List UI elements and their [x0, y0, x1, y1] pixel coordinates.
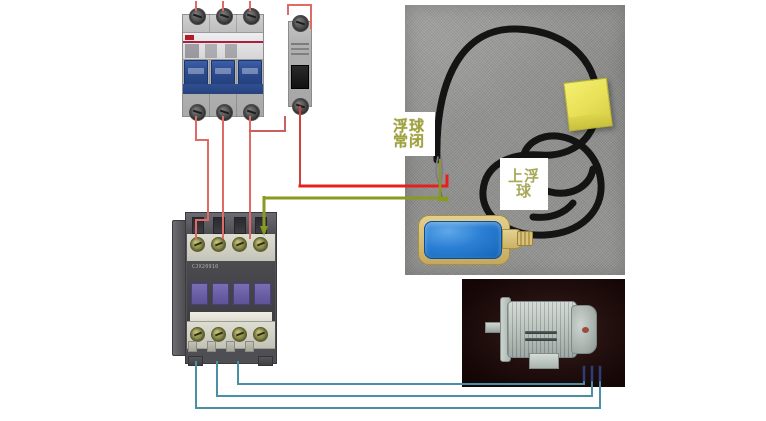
- contactor-top-terminal-l1[interactable]: [190, 237, 205, 252]
- float-switch-shell: [418, 215, 510, 265]
- float-nc-label-line1: 浮球: [392, 116, 425, 135]
- upper-float-label-line2: 球: [515, 182, 532, 200]
- single-pole-fuse-holder[interactable]: [288, 15, 312, 115]
- contactor-wire-slot: [255, 217, 267, 234]
- fuse-holder-bottom-terminal[interactable]: [292, 98, 309, 115]
- contactor-coil-block: [254, 283, 271, 305]
- contactor-model-text: CJX20910: [192, 264, 219, 271]
- contactor-top-terminal-l3[interactable]: [232, 237, 247, 252]
- breaker-toggle-l3[interactable]: [238, 60, 262, 86]
- breaker-top-terminal-l3[interactable]: [243, 8, 260, 25]
- breaker-top-terminal-l2[interactable]: [216, 8, 233, 25]
- breaker-bottom-terminal-l1[interactable]: [189, 104, 206, 121]
- motor-terminal-box: [529, 353, 559, 369]
- float-switch-cable-gland: [517, 231, 533, 246]
- breaker-bottom-terminal-l3[interactable]: [243, 104, 260, 121]
- motor-rating-dot: [582, 327, 589, 333]
- contactor-foot: [258, 356, 273, 366]
- breaker-red-line: [183, 41, 263, 43]
- contactor-coil-block: [191, 283, 208, 305]
- contactor-tab: [226, 341, 235, 352]
- contactor-foot: [188, 356, 203, 366]
- contactor-wire-slot: [213, 217, 225, 234]
- contactor-coil-terminal-a1[interactable]: [253, 237, 268, 252]
- breaker-toggle-l2[interactable]: [211, 60, 235, 86]
- contactor-white-strip: [190, 312, 272, 321]
- float-switch-blue-cap: [424, 221, 502, 259]
- contactor-bottom-terminal-t2[interactable]: [211, 327, 226, 342]
- fuse-holder-body: [288, 21, 312, 107]
- contactor-coil-block: [212, 283, 229, 305]
- breaker-bottom-terminal-l2[interactable]: [216, 104, 233, 121]
- fuse-holder-microtext: [291, 41, 309, 59]
- fuse-holder-window: [291, 65, 309, 89]
- ac-contactor[interactable]: CJX20910: [172, 212, 277, 366]
- contactor-tab: [245, 341, 254, 352]
- breaker-label-band: [183, 32, 263, 60]
- breaker-toggle-l1[interactable]: [184, 60, 208, 86]
- fuse-holder-top-terminal[interactable]: [292, 15, 309, 32]
- contactor-model-line2: 0910: [205, 264, 219, 270]
- float-nc-label: 浮球 常闭: [383, 112, 435, 156]
- contactor-coil-terminal-a2[interactable]: [253, 327, 268, 342]
- breaker-seam: [236, 14, 237, 117]
- contactor-model-line1: CJX2: [192, 264, 206, 270]
- breaker-seam: [209, 14, 210, 117]
- contactor-tab: [188, 341, 197, 352]
- breaker-top-terminal-l1[interactable]: [189, 8, 206, 25]
- contactor-top-cap: [185, 212, 277, 234]
- motor-vent-slot: [525, 338, 557, 341]
- contactor-top-terminal-l2[interactable]: [211, 237, 226, 252]
- contactor-tab: [207, 341, 216, 352]
- upper-float-label-line1: 上浮: [507, 166, 540, 185]
- contactor-bottom-terminal-t3[interactable]: [232, 327, 247, 342]
- float-switch-body: [418, 215, 533, 265]
- breaker-brand-stripe: [185, 35, 194, 40]
- contactor-front-face: CJX20910: [187, 261, 275, 323]
- contactor-coil-block-row: [191, 283, 271, 305]
- float-nc-label-line2: 常闭: [392, 132, 425, 150]
- breaker-spec-microtext: [185, 44, 261, 58]
- contactor-bottom-terminal-t1[interactable]: [190, 327, 205, 342]
- motor-vent-slot: [525, 331, 557, 334]
- motor-housing: [507, 301, 577, 358]
- cable-counterweight: [563, 77, 613, 132]
- breaker-blue-base: [183, 84, 263, 94]
- contactor-coil-block: [233, 283, 250, 305]
- breaker-toggle-row[interactable]: [184, 60, 262, 86]
- circuit-breaker-3p[interactable]: [182, 8, 264, 121]
- upper-float-label: 上浮 球: [500, 158, 548, 210]
- contactor-wire-slot: [192, 217, 204, 234]
- contactor-bottom-tabs: [188, 341, 254, 352]
- three-phase-motor: [485, 291, 603, 371]
- contactor-wire-slot: [234, 217, 246, 234]
